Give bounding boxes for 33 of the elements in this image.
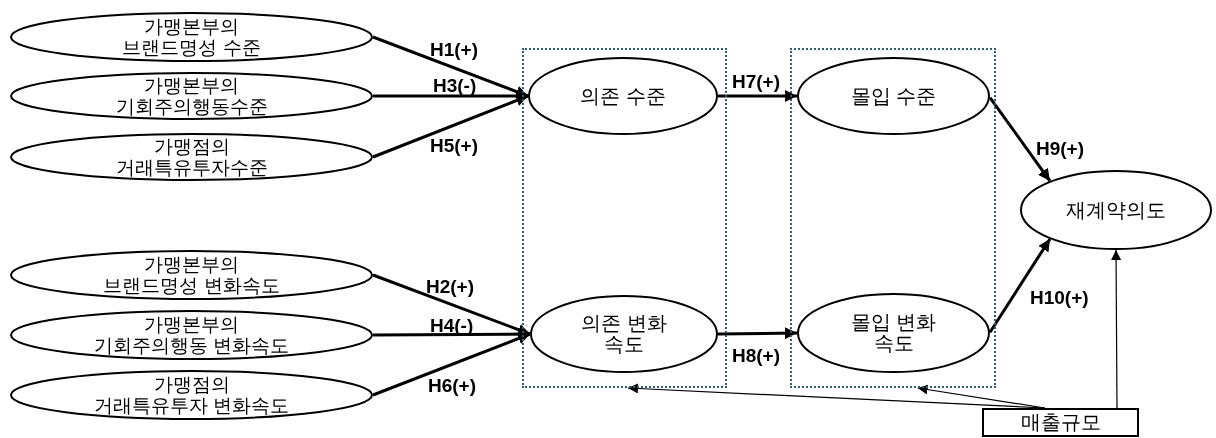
arrow <box>917 384 1046 409</box>
construct-ellipse: 몰입 수준 <box>797 57 990 135</box>
construct-ellipse: 가맹본부의 기회주의행동 변화속도 <box>10 310 373 360</box>
arrow <box>988 96 1052 182</box>
construct-ellipse: 가맹점의 거래특유투자수준 <box>10 133 373 181</box>
edge-label: H8(+) <box>732 345 781 367</box>
construct-ellipse: 의존 변화 속도 <box>530 295 718 373</box>
construct-ellipse: 가맹점의 거래특유투자 변화속도 <box>10 370 373 420</box>
construct-ellipse: 몰입 변화 속도 <box>797 293 990 373</box>
construct-ellipse: 가맹본부의 브랜드명성 변화속도 <box>10 250 373 300</box>
construct-ellipse: 가맹본부의 브랜드명성 수준 <box>10 12 373 62</box>
variable-box: 매출규모 <box>982 408 1139 437</box>
group-frame <box>522 48 727 388</box>
construct-ellipse: 재계약의도 <box>1020 170 1212 250</box>
arrow <box>988 238 1052 333</box>
arrow <box>718 90 797 102</box>
edge-label: H5(+) <box>430 135 479 157</box>
arrow <box>717 327 798 340</box>
arrow <box>372 35 529 98</box>
edge-label: H2(+) <box>426 276 475 298</box>
construct-ellipse: 의존 수준 <box>528 57 718 135</box>
edge-label: H10(+) <box>1030 287 1089 309</box>
edge-label: H1(+) <box>430 39 479 61</box>
edge-label: H6(+) <box>428 375 477 397</box>
edge-label: H9(+) <box>1036 138 1085 160</box>
construct-ellipse: 가맹본부의 기회주의행동수준 <box>10 72 373 120</box>
group-frame <box>790 48 996 388</box>
arrow <box>372 332 531 397</box>
edge-label: H3(-) <box>433 75 477 97</box>
edge-label: H7(+) <box>732 71 781 93</box>
arrow <box>372 94 529 159</box>
arrow <box>1111 249 1122 409</box>
arrow <box>372 273 531 336</box>
